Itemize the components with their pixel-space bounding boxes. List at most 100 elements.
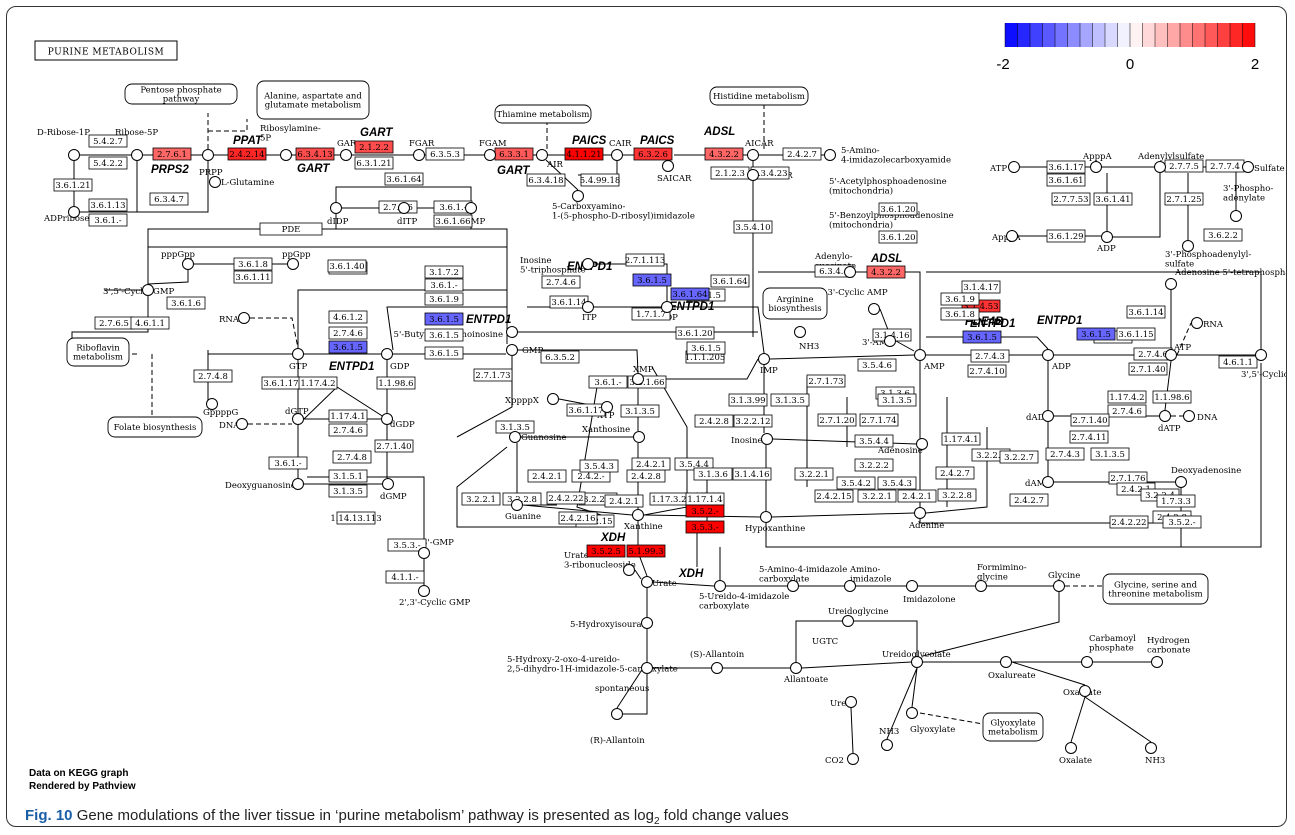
enzyme-box[interactable]: [866, 265, 906, 279]
enzyme-box[interactable]: [685, 504, 725, 518]
enzyme-box[interactable]: [1156, 494, 1196, 508]
enzyme-box[interactable]: [328, 409, 368, 423]
compound-node[interactable]: [509, 431, 521, 443]
enzyme-box[interactable]: [857, 358, 897, 372]
compound-node[interactable]: [611, 708, 623, 720]
compound-node[interactable]: [794, 326, 806, 338]
enzyme-box[interactable]: [733, 414, 773, 428]
compound-node[interactable]: [292, 478, 304, 490]
compound-node[interactable]: [506, 344, 518, 356]
compound-node[interactable]: [601, 401, 613, 413]
compound-node[interactable]: [842, 615, 854, 627]
enzyme-box[interactable]: [937, 488, 977, 502]
compound-node[interactable]: [330, 202, 342, 214]
compound-node[interactable]: [824, 149, 836, 161]
enzyme-box[interactable]: [940, 307, 980, 321]
pathway-link-box[interactable]: [762, 287, 828, 320]
enzyme-box[interactable]: [704, 147, 744, 161]
enzyme-box[interactable]: [527, 469, 567, 483]
enzyme-box[interactable]: [328, 484, 368, 498]
enzyme-box[interactable]: [328, 469, 368, 483]
enzyme-box[interactable]: [1164, 192, 1204, 206]
enzyme-box[interactable]: [782, 147, 822, 161]
compound-node[interactable]: [1065, 742, 1077, 754]
enzyme-box[interactable]: [897, 489, 937, 503]
enzyme-box[interactable]: [166, 296, 206, 310]
compound-node[interactable]: [287, 258, 299, 270]
enzyme-box[interactable]: [1152, 390, 1192, 404]
enzyme-box[interactable]: [88, 134, 128, 148]
enzyme-box[interactable]: [354, 156, 394, 170]
compound-node[interactable]: [398, 202, 410, 214]
enzyme-box[interactable]: [424, 265, 464, 279]
compound-node[interactable]: [914, 507, 926, 519]
enzyme-box[interactable]: [424, 328, 464, 342]
enzyme-box[interactable]: [770, 393, 810, 407]
enzyme-box[interactable]: [327, 259, 367, 273]
enzyme-box[interactable]: [473, 368, 513, 382]
compound-node[interactable]: [547, 393, 559, 405]
enzyme-box[interactable]: [298, 376, 338, 390]
enzyme-box[interactable]: [693, 467, 733, 481]
compound-node[interactable]: [582, 301, 594, 313]
enzyme-box[interactable]: [1070, 413, 1110, 427]
compound-node[interactable]: [1101, 231, 1113, 243]
enzyme-box[interactable]: [579, 459, 619, 473]
enzyme-box[interactable]: [967, 364, 1007, 378]
pde-box[interactable]: [259, 222, 323, 236]
compound-node[interactable]: [884, 335, 896, 347]
compound-node[interactable]: [1230, 210, 1242, 222]
enzyme-box[interactable]: [1051, 192, 1091, 206]
compound-node[interactable]: [292, 413, 304, 425]
enzyme-box[interactable]: [878, 202, 918, 216]
enzyme-box[interactable]: [227, 147, 267, 161]
enzyme-box[interactable]: [961, 280, 1001, 294]
compound-node[interactable]: [1191, 317, 1203, 329]
enzyme-box[interactable]: [433, 214, 473, 228]
enzyme-box[interactable]: [1009, 493, 1049, 507]
pathway-link-box[interactable]: [66, 337, 130, 367]
enzyme-box[interactable]: [631, 307, 671, 321]
compound-node[interactable]: [711, 662, 723, 674]
enzyme-box[interactable]: [1045, 447, 1085, 461]
enzyme-box[interactable]: [424, 346, 464, 360]
enzyme-box[interactable]: [580, 173, 620, 187]
enzyme-box[interactable]: [625, 253, 665, 267]
compound-node[interactable]: [914, 349, 926, 361]
enzyme-box[interactable]: [675, 326, 715, 340]
enzyme-box[interactable]: [854, 458, 894, 472]
enzyme-box[interactable]: [794, 467, 834, 481]
compound-node[interactable]: [340, 149, 352, 161]
compound-node[interactable]: [382, 478, 394, 490]
enzyme-box[interactable]: [88, 198, 128, 212]
compound-node[interactable]: [1255, 349, 1267, 361]
enzyme-box[interactable]: [1107, 404, 1147, 418]
compound-node[interactable]: [975, 580, 987, 592]
enzyme-box[interactable]: [814, 489, 854, 503]
compound-node[interactable]: [611, 149, 623, 161]
enzyme-box[interactable]: [53, 178, 93, 192]
compound-node[interactable]: [182, 258, 194, 270]
enzyme-box[interactable]: [806, 374, 846, 388]
compound-node[interactable]: [418, 585, 430, 597]
compound-node[interactable]: [381, 413, 393, 425]
enzyme-box[interactable]: [970, 349, 1010, 363]
compound-node[interactable]: [641, 576, 653, 588]
enzyme-box[interactable]: [588, 375, 628, 389]
enzyme-box[interactable]: [633, 147, 673, 161]
enzyme-box[interactable]: [540, 350, 580, 364]
compound-node[interactable]: [292, 348, 304, 360]
compound-node[interactable]: [206, 398, 218, 410]
compound-node[interactable]: [662, 160, 674, 172]
enzyme-box[interactable]: [732, 467, 772, 481]
enzyme-box[interactable]: [295, 147, 335, 161]
compound-node[interactable]: [881, 739, 893, 751]
compound-node[interactable]: [1175, 476, 1187, 488]
enzyme-box[interactable]: [1126, 305, 1166, 319]
enzyme-box[interactable]: [710, 274, 750, 288]
enzyme-box[interactable]: [328, 310, 368, 324]
enzyme-box[interactable]: [632, 273, 672, 287]
enzyme-box[interactable]: [962, 330, 1002, 344]
enzyme-box[interactable]: [1162, 515, 1202, 529]
compound-node[interactable]: [661, 301, 673, 313]
